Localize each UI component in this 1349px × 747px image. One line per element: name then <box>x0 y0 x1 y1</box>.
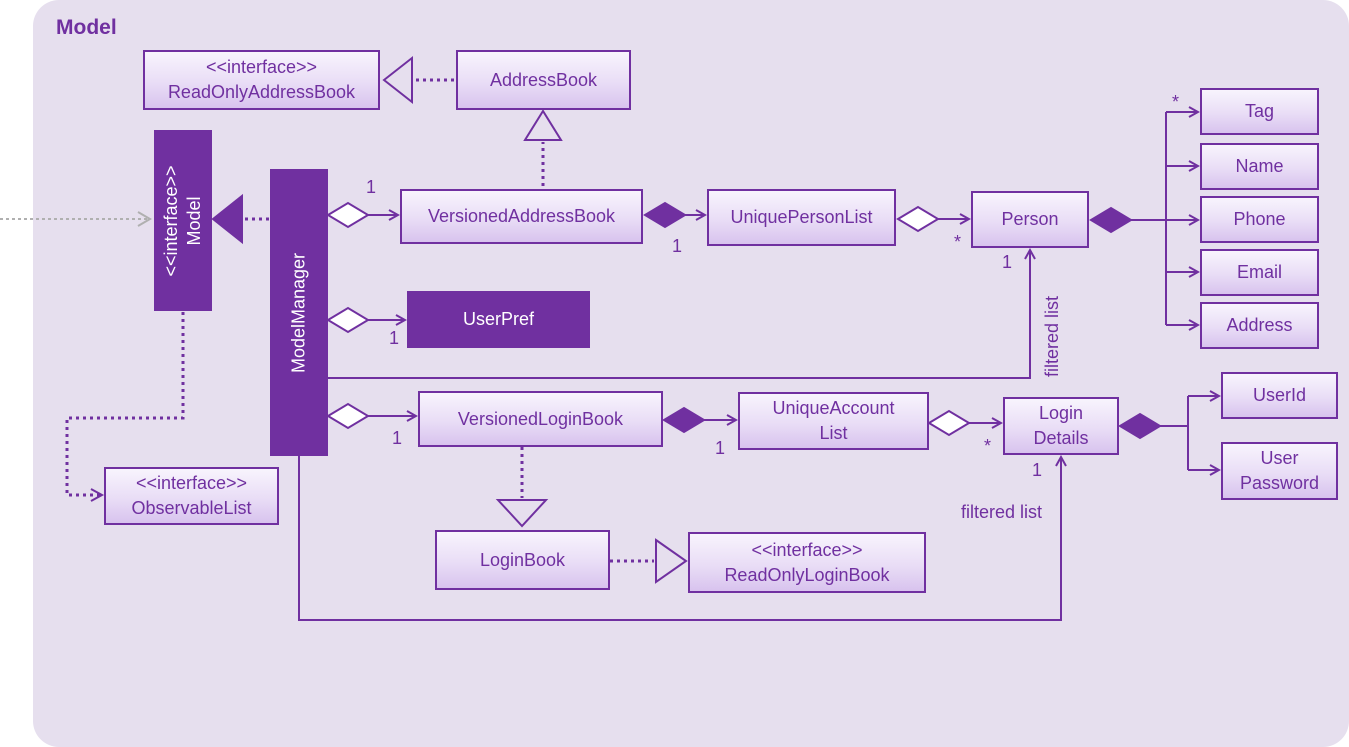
filtered-list-label-login: filtered list <box>961 502 1043 522</box>
stereotype-label: <<interface>> <box>751 539 863 560</box>
class-name: UserId <box>1252 385 1306 405</box>
stereotype-label: <<interface>> <box>135 473 248 493</box>
multiplicity-mm-vlb: 1 <box>392 428 403 448</box>
multiplicity-login-one: 1 <box>1032 460 1043 480</box>
multiplicity-person-one: 1 <box>1002 252 1013 272</box>
class-name: Model <box>184 195 204 246</box>
class-name-line1: UniqueAccount <box>772 398 895 418</box>
composition-diamond-person <box>1089 206 1133 234</box>
class-model-interface[interactable]: <<interface>> Model <box>154 130 212 311</box>
class-login-details[interactable]: Login Details <box>1003 397 1119 455</box>
class-readonly-address-book[interactable]: <<interface>> ReadOnlyAddressBook <box>143 50 380 110</box>
class-name: AddressBook <box>489 69 598 90</box>
multiplicity-vlb-ual: 1 <box>715 438 726 458</box>
multiplicity-vab-upl: 1 <box>672 236 683 256</box>
aggregation-diamond-upl-person <box>896 205 940 233</box>
class-unique-person-list[interactable]: UniquePersonList <box>707 189 896 246</box>
generalization-triangle-vlb <box>495 499 549 528</box>
class-tag[interactable]: Tag <box>1200 88 1319 135</box>
filtered-list-label-person: filtered list <box>1042 295 1062 377</box>
composition-diamond-login <box>1118 412 1162 440</box>
class-name: Name <box>1235 156 1284 176</box>
realization-triangle-modelmanager <box>211 193 243 245</box>
realization-triangle-addressbook <box>382 55 413 105</box>
class-name: VersionedAddressBook <box>427 206 616 226</box>
realization-triangle-loginbook <box>655 538 688 584</box>
class-name: ReadOnlyLoginBook <box>724 564 890 585</box>
class-name: ObservableList <box>131 498 252 518</box>
class-name-line2: Password <box>1239 473 1320 493</box>
composition-trunk-login <box>1160 396 1189 470</box>
class-user-pref[interactable]: UserPref <box>407 291 590 348</box>
class-person[interactable]: Person <box>971 191 1089 248</box>
class-name: LoginBook <box>479 549 566 570</box>
class-name: ReadOnlyAddressBook <box>167 82 356 102</box>
multiplicity-tag: * <box>1172 92 1180 112</box>
class-email[interactable]: Email <box>1200 249 1319 296</box>
class-observable-list[interactable]: <<interface>> ObservableList <box>104 467 279 525</box>
package-title: Model <box>56 16 117 39</box>
class-name: Email <box>1236 262 1282 282</box>
multiplicity-upl-person: * <box>954 232 962 252</box>
class-name: UserPref <box>462 309 534 329</box>
class-phone[interactable]: Phone <box>1200 196 1319 243</box>
class-unique-account-list[interactable]: UniqueAccount List <box>738 392 929 450</box>
class-user-password[interactable]: User Password <box>1221 442 1338 500</box>
class-name: Phone <box>1233 209 1286 229</box>
class-model-manager[interactable]: ModelManager <box>270 169 328 456</box>
class-name: VersionedLoginBook <box>457 408 624 429</box>
class-readonly-login-book[interactable]: <<interface>> ReadOnlyLoginBook <box>688 532 926 593</box>
class-name: UniquePersonList <box>730 207 873 227</box>
class-versioned-address-book[interactable]: VersionedAddressBook <box>400 189 643 244</box>
class-name: ModelManager <box>288 252 309 373</box>
generalization-triangle-vab <box>523 109 563 141</box>
aggregation-diamond-mm-userpref <box>326 306 370 334</box>
aggregation-diamond-ual-login <box>927 409 971 437</box>
class-name-attr[interactable]: Name <box>1200 143 1319 190</box>
composition-diamond-vlb-ual <box>662 406 706 434</box>
class-name: Person <box>1001 209 1059 229</box>
class-login-book[interactable]: LoginBook <box>435 530 610 590</box>
filtered-list-line-login <box>298 455 1061 621</box>
stereotype-label: <<interface>> <box>205 57 318 77</box>
stereotype-label: <<interface>> <box>161 164 181 277</box>
class-name-line2: List <box>819 423 848 443</box>
class-versioned-login-book[interactable]: VersionedLoginBook <box>418 391 663 447</box>
class-name-line2: Details <box>1033 428 1089 448</box>
dependency-line-observablelist <box>65 312 185 497</box>
class-name: Address <box>1226 315 1293 335</box>
composition-diamond-vab-upl <box>643 201 687 229</box>
class-name-line1: Login <box>1038 403 1084 423</box>
filtered-list-line-person <box>328 250 1030 379</box>
class-name: Tag <box>1244 101 1275 121</box>
class-address-book[interactable]: AddressBook <box>456 50 631 110</box>
multiplicity-mm-vab: 1 <box>366 177 377 197</box>
aggregation-diamond-mm-vlb <box>326 402 370 430</box>
multiplicity-ual-login: * <box>984 436 992 456</box>
external-dependency-arrowhead <box>137 211 152 227</box>
class-name-line1: User <box>1260 448 1299 468</box>
dependency-arrowhead-observablelist <box>90 488 105 502</box>
composition-trunk-person <box>1131 112 1167 325</box>
class-address[interactable]: Address <box>1200 302 1319 349</box>
model-package-frame <box>33 0 1349 747</box>
class-user-id[interactable]: UserId <box>1221 372 1338 419</box>
aggregation-diamond-mm-vab <box>326 201 370 229</box>
multiplicity-mm-userpref: 1 <box>389 328 400 348</box>
